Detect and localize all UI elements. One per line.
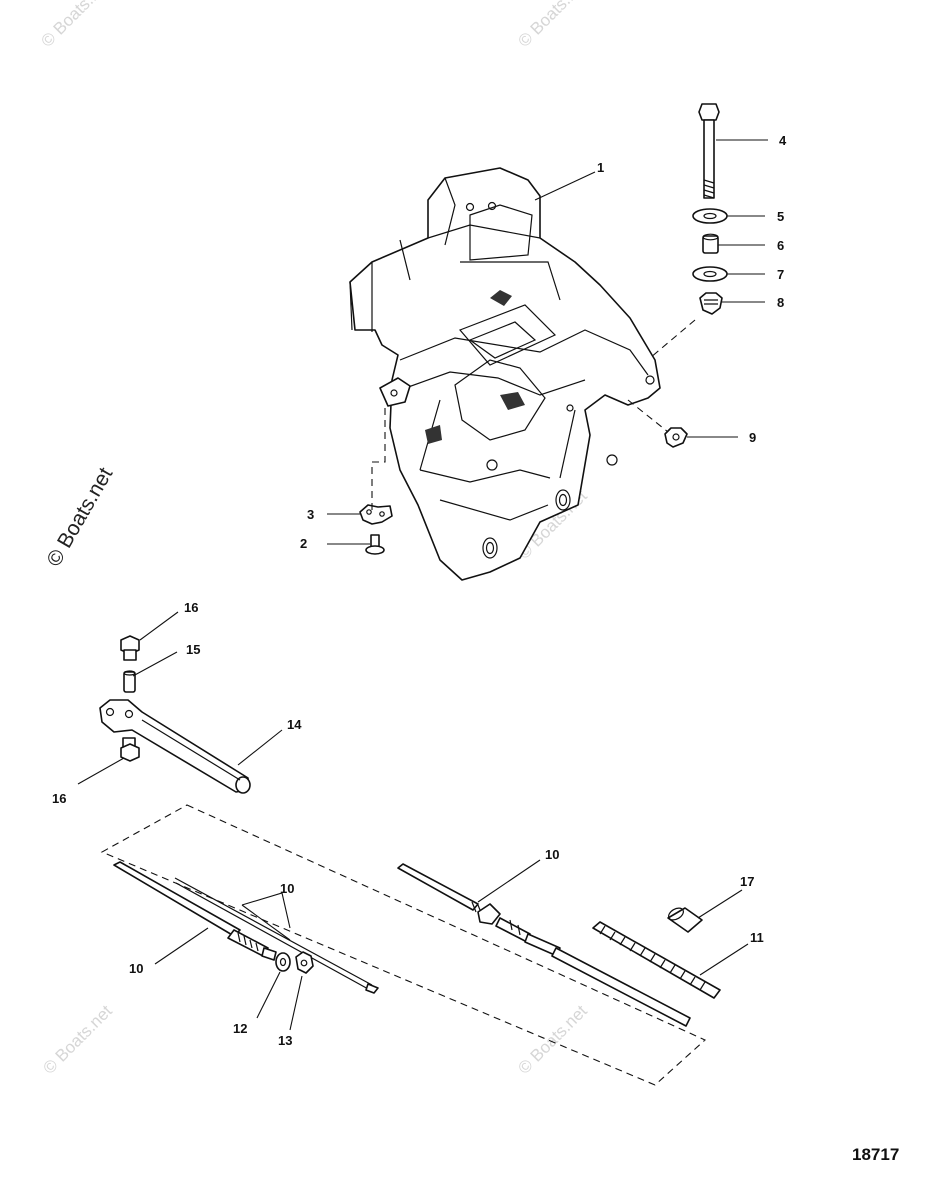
- cable-nut: [295, 951, 314, 974]
- washer-2: [692, 266, 728, 282]
- cable-bushing: [667, 907, 703, 933]
- callout-14: 14: [287, 717, 302, 732]
- bushing: [702, 233, 719, 254]
- callout-4: 4: [779, 133, 787, 148]
- phantom-lines: [100, 319, 706, 1086]
- callout-2: 2: [300, 536, 307, 551]
- callout-5: 5: [777, 209, 784, 224]
- callout-6: 6: [777, 238, 784, 253]
- callout-1: 1: [597, 160, 604, 175]
- callouts: 1 4 5 6 7 8 9 3 2 16 15 14 16 10 17 10 1…: [52, 133, 787, 1048]
- callout-16-top: 16: [184, 600, 198, 615]
- callout-9: 9: [749, 430, 756, 445]
- leader-lines: [77, 139, 768, 1031]
- watermark-bottom-left: © Boats.net: [39, 1001, 116, 1078]
- callout-12: 12: [233, 1021, 247, 1036]
- callout-13: 13: [278, 1033, 292, 1048]
- watermark-top-center: © Boats.net: [514, 0, 591, 51]
- bolt: [698, 103, 720, 199]
- plug-top: [120, 635, 140, 661]
- steering-cable-left: [113, 861, 379, 994]
- callout-16-bottom: 16: [52, 791, 66, 806]
- watermark-left-large: © Boats.net: [42, 464, 117, 571]
- washer: [692, 208, 728, 224]
- cable-washer: [275, 952, 291, 972]
- callout-10-center: 10: [545, 847, 559, 862]
- threaded-rod: [592, 921, 721, 999]
- callout-10-upper-left: 10: [280, 881, 294, 896]
- watermark-bottom-center: © Boats.net: [514, 1001, 591, 1078]
- callout-3: 3: [307, 507, 314, 522]
- pin: [123, 670, 136, 693]
- watermark-top-left: © Boats.net: [37, 0, 114, 51]
- screw: [365, 534, 385, 555]
- callout-8: 8: [777, 295, 784, 310]
- transom-bracket: [349, 167, 661, 581]
- steering-tube: [99, 699, 251, 794]
- clip: [359, 504, 393, 525]
- steering-cable-right: [397, 863, 691, 1027]
- plug-bottom: [120, 737, 140, 762]
- callout-15: 15: [186, 642, 200, 657]
- callout-7: 7: [777, 267, 784, 282]
- locknut: [699, 292, 723, 315]
- drawing-number: 18717: [852, 1145, 899, 1164]
- callout-17: 17: [740, 874, 754, 889]
- nut: [664, 427, 688, 448]
- callout-10-left: 10: [129, 961, 143, 976]
- callout-11: 11: [750, 930, 764, 945]
